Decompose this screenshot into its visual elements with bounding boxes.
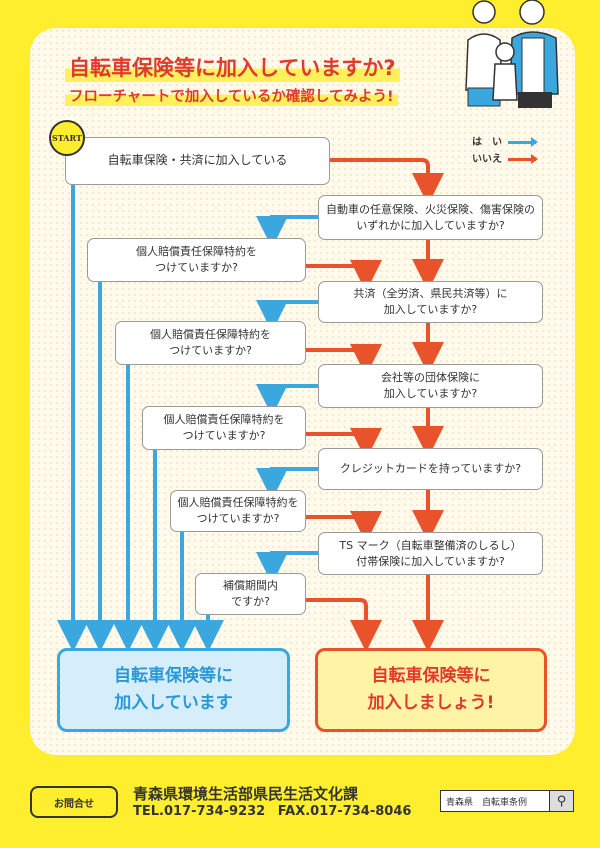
result-not-insured: 自転車保険等に 加入しましょう! (315, 648, 547, 732)
blue-arrow-icon (508, 137, 538, 147)
legend: は い いいえ (472, 134, 538, 168)
family-illustration (465, 0, 559, 108)
node-rider-3: 個人賠償責任保障特約を つけていますか? (142, 406, 306, 450)
search-box[interactable]: 青森県 自転車条例 ⚲ (440, 790, 574, 812)
orange-arrow-icon (508, 154, 538, 164)
legend-yes: は い (472, 134, 538, 151)
result-insured: 自転車保険等に 加入しています (57, 648, 290, 732)
fax-number: FAX.017-734-8046 (277, 804, 412, 819)
search-input[interactable]: 青森県 自転車条例 (446, 797, 528, 808)
contact-numbers: TEL.017-734-9232 FAX.017-734-8046 (133, 804, 411, 819)
page-subtitle: フローチャートで加入しているか確認してみよう! (65, 85, 398, 106)
node-kyosai: 共済（全労済、県民共済等）に 加入していますか? (318, 281, 543, 323)
page-title: 自転車保険等に加入していますか? (65, 52, 400, 82)
tel-number: TEL.017-734-9232 (133, 804, 266, 819)
node-bicycle-insurance: 自転車保険・共済に加入している (65, 137, 330, 185)
node-credit-card: クレジットカードを持っていますか? (318, 448, 543, 490)
no-arrow-1 (330, 158, 444, 205)
node-rider-4: 個人賠償責任保障特約を つけていますか? (170, 490, 306, 532)
node-rider-1: 個人賠償責任保障特約を つけていますか? (87, 238, 306, 282)
node-ts-mark: TS マーク（自転車整備済のしるし） 付帯保険に加入していますか? (318, 532, 543, 575)
node-coverage-period: 補償期間内 ですか? (195, 573, 306, 615)
legend-no: いいえ (472, 151, 538, 168)
node-other-insurance: 自動車の任意保険、火災保険、傷害保険の いずれかに加入していますか? (318, 195, 543, 240)
start-badge: START (49, 120, 85, 156)
search-icon[interactable]: ⚲ (549, 791, 573, 811)
node-group-insurance: 会社等の団体保険に 加入していますか? (318, 364, 543, 408)
department-name: 青森県環境生活部県民生活文化課 (133, 785, 359, 803)
contact-button[interactable]: お問合せ (30, 786, 118, 818)
node-rider-2: 個人賠償責任保障特約を つけていますか? (115, 321, 306, 365)
